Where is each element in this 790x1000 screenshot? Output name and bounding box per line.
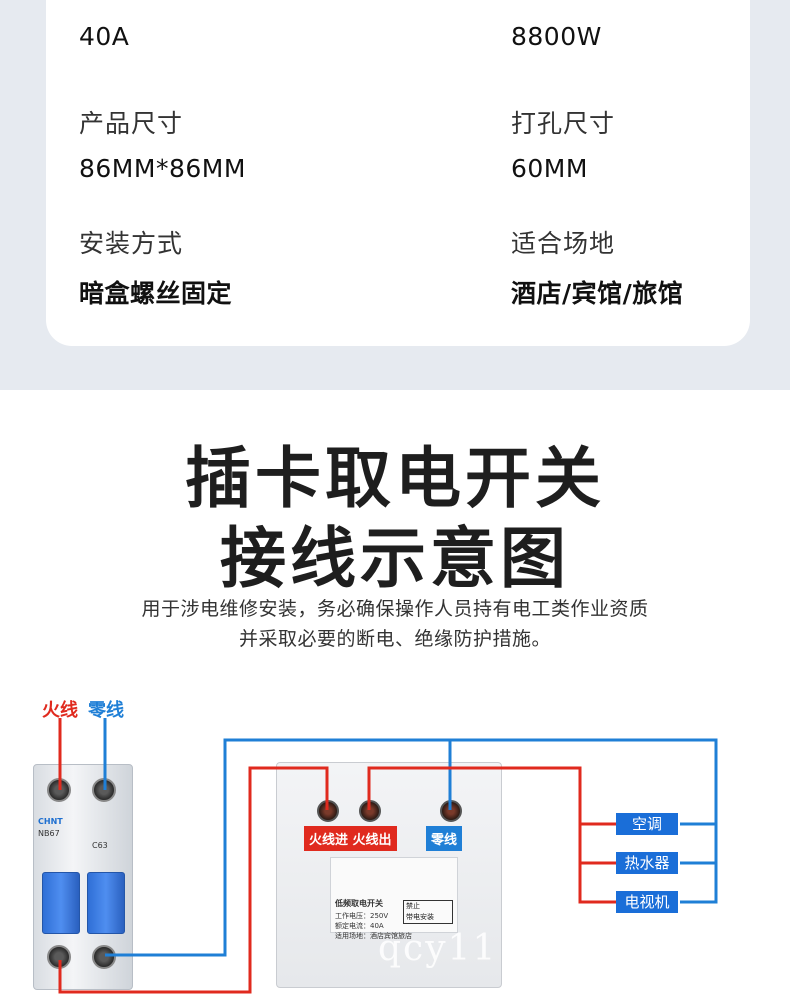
spec-label-hole: 打孔尺寸 (511, 109, 616, 138)
spec-value-size: 86MM*86MM (79, 154, 246, 183)
breaker-model: NB67 (38, 829, 60, 838)
spec-item-power: 8800W (511, 22, 602, 51)
label-neutral-port: 零线 (426, 826, 463, 851)
breaker-lever-left (42, 872, 80, 934)
spec-item-install: 安装方式 暗盒螺丝固定 (79, 224, 232, 310)
spec-label-install: 安装方式 (79, 229, 184, 258)
breaker-brand: CHNT (38, 817, 63, 826)
spec-item-hole: 打孔尺寸 60MM (511, 104, 615, 183)
spec-card: 40A 8800W 产品尺寸 86MM*86MM 打孔尺寸 60MM 安装方式 … (46, 0, 750, 346)
label-live-in-out: 火线进 火线出 (304, 826, 397, 851)
spec-value-install: 暗盒螺丝固定 (79, 279, 233, 308)
spec-value-power: 8800W (511, 22, 602, 51)
spec-value-venue: 酒店/宾馆/旅馆 (511, 279, 684, 308)
spec-label-size: 产品尺寸 (79, 109, 184, 138)
appliance-water-heater: 热水器 (616, 852, 678, 874)
spec-item-venue: 适合场地 酒店/宾馆/旅馆 (511, 224, 683, 310)
appliance-air-conditioner: 空调 (616, 813, 678, 835)
label-live-in: 火线进 (309, 833, 349, 848)
live-wire-tag: 火线 (42, 700, 78, 721)
warning-line-2: 带电安装 (406, 913, 434, 921)
neutral-wire-tag: 零线 (88, 700, 124, 721)
panel-current: 额定电流：40A (335, 922, 384, 930)
breaker-lever-right (87, 872, 125, 934)
appliance-television: 电视机 (616, 891, 678, 913)
label-live-out: 火线出 (352, 833, 392, 848)
watermark: qcy11 (378, 928, 498, 969)
spec-value-current: 40A (79, 22, 130, 51)
page-title-line-1: 插卡取电开关 (185, 440, 605, 517)
switch-rating-panel: 低频取电开关 工作电压：250V 额定电流：40A 适用场地：酒店宾馆旅店 禁止… (330, 857, 458, 940)
safety-note-line-2: 并采取必要的断电、绝缘防护措施。 (238, 628, 551, 650)
panel-voltage: 工作电压：250V (335, 912, 389, 920)
spec-label-venue: 适合场地 (511, 229, 616, 258)
neutral-wire-breaker-to-loads (105, 738, 718, 957)
live-wire-breaker-to-switch (58, 766, 329, 994)
live-wire-switch-out (367, 766, 616, 904)
panel-title: 低频取电开关 (335, 899, 383, 908)
breaker-bottom-screw-neutral (92, 945, 116, 969)
warning-line-1: 禁止 (406, 902, 420, 910)
breaker-curve: C63 (92, 841, 108, 850)
panel-venue: 适用场地：酒店宾馆旅店 (335, 932, 412, 940)
spec-item-current: 40A (79, 22, 129, 51)
safety-note-line-1: 用于涉电维修安装，务必确保操作人员持有电工类作业资质 (141, 598, 649, 620)
page-title-line-2: 接线示意图 (220, 520, 570, 597)
spec-item-size: 产品尺寸 86MM*86MM (79, 104, 246, 183)
warning-box: 禁止 带电安装 (403, 900, 453, 924)
spec-value-hole: 60MM (511, 154, 588, 183)
